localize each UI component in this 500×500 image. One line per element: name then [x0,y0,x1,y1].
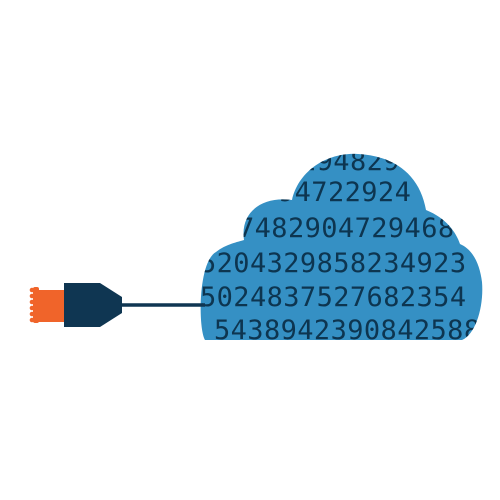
usb-connector-icon [29,283,122,327]
connector-tip [38,290,66,322]
connector-grip [29,287,39,323]
cloud-icon: 29482904 94722924 7482904729468 52043298… [200,146,483,346]
digit-row: 5204329858234923 [200,248,467,279]
digit-row: 94722924 [278,177,411,208]
digit-row: 7482904729468 [238,213,455,244]
digit-row: 29482904 [300,146,433,177]
digit-row: 5438942390842588 [214,315,481,346]
digit-row: 5024837527682354 [200,282,467,313]
cloud-shape [200,153,483,340]
cloud-digits: 29482904 94722924 7482904729468 52043298… [200,146,481,346]
connector-body [64,283,122,327]
